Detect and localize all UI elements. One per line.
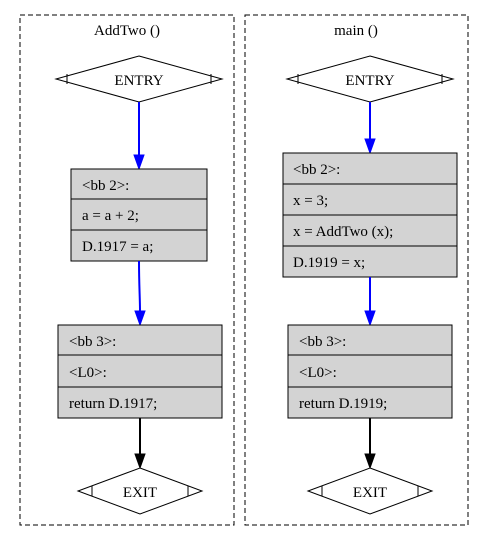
cluster-frame [244,14,469,526]
block-line: <bb 2>: [82,178,129,194]
block-line: x = AddTwo (x); [293,224,393,240]
block-line: <L0>: [299,365,337,381]
block-line: <bb 2>: [293,162,340,178]
block-line: return D.1917; [69,396,157,412]
edge-arrowhead [133,154,145,171]
basic-block-bb3[interactable]: <bb 3>: <L0>: return D.1919; [287,324,453,419]
block-line: D.1917 = a; [82,239,153,255]
entry-label: ENTRY [114,73,163,89]
edge-entry-to-bb2 [133,102,145,171]
edge-bb2-to-bb3 [364,277,376,327]
cluster-main: main () ENTRY <bb 2>: x = 3; x = AddTwo … [244,14,469,526]
edge-arrowhead [364,453,376,470]
block-rect [70,168,208,262]
cluster-title: main () [334,23,378,39]
edge-arrowhead [364,310,376,327]
block-line: D.1919 = x; [293,255,365,271]
exit-diamond [306,467,434,515]
edge-entry-to-bb2 [364,102,376,155]
block-rect [57,324,223,419]
edge-bb3-to-exit [134,418,146,470]
entry-label: ENTRY [345,73,394,89]
edge-arrowhead [134,453,146,470]
block-line: return D.1919; [299,396,387,412]
edge-line [138,260,141,312]
entry-node[interactable]: ENTRY [54,55,224,103]
exit-label: EXIT [353,485,387,501]
exit-node[interactable]: EXIT [306,467,434,515]
edge-arrowhead [134,310,146,327]
edge-bb2-to-bb3 [134,260,146,327]
entry-node[interactable]: ENTRY [285,55,455,103]
block-rect [287,324,453,419]
cluster-frame [19,14,235,526]
basic-block-bb2[interactable]: <bb 2>: x = 3; x = AddTwo (x); D.1919 = … [282,152,458,278]
block-line: a = a + 2; [82,208,139,224]
cluster-addtwo: AddTwo () ENTRY <bb 2>: a = a + 2; D.191… [19,14,235,526]
exit-node[interactable]: EXIT [76,467,204,515]
basic-block-bb2[interactable]: <bb 2>: a = a + 2; D.1917 = a; [70,168,208,262]
block-line: <L0>: [69,365,107,381]
block-line: <bb 3>: [69,334,116,350]
edge-bb3-to-exit [364,418,376,470]
exit-label: EXIT [123,485,157,501]
exit-diamond [76,467,204,515]
edge-arrowhead [364,138,376,155]
basic-block-bb3[interactable]: <bb 3>: <L0>: return D.1917; [57,324,223,419]
block-line: <bb 3>: [299,334,346,350]
cluster-title: AddTwo () [94,23,160,39]
block-line: x = 3; [293,193,328,209]
